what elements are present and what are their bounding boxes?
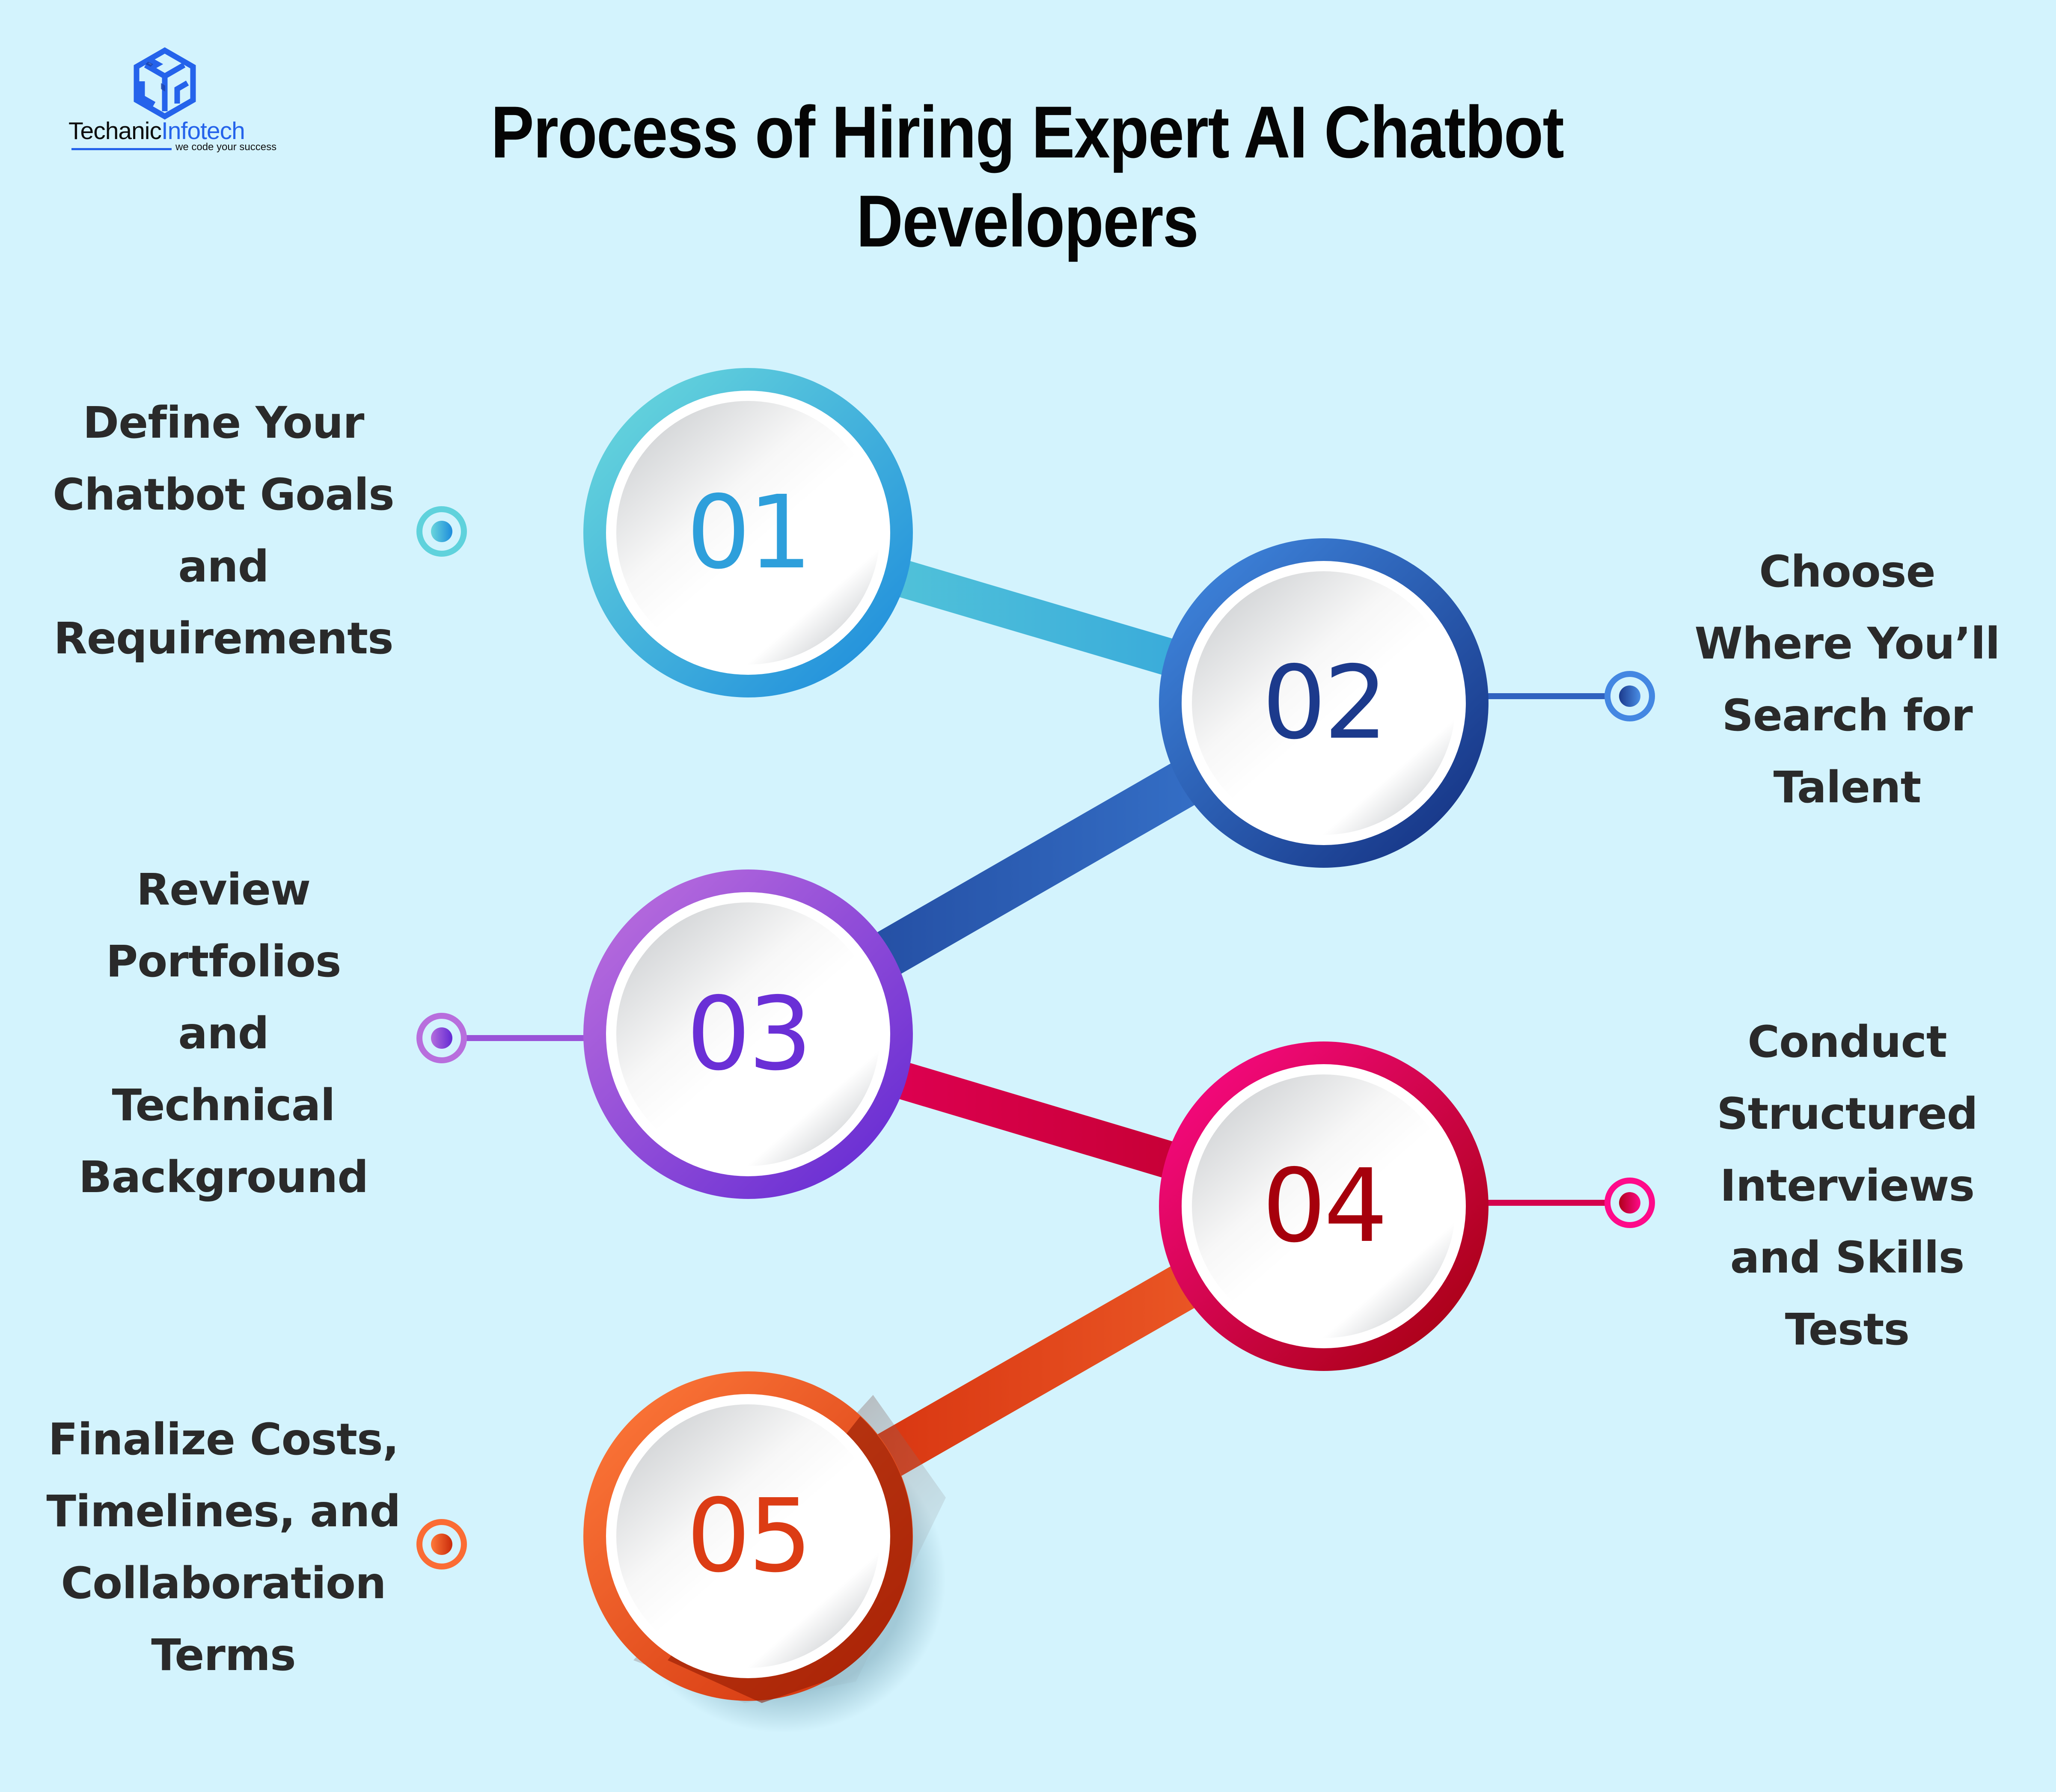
step-number-01: 01 (686, 474, 812, 591)
brand-name: TechanicInfotech (68, 119, 245, 143)
brand-tagline: we code your success (175, 141, 277, 153)
leader-step-03 (416, 1013, 586, 1063)
step-circle-01 (583, 368, 913, 697)
step-label-01: Define Your Chatbot Goals and Requiremen… (53, 398, 395, 664)
step-number-05: 05 (686, 1477, 812, 1595)
leader-step-01 (416, 506, 586, 557)
page-title-line-2: Developers (856, 180, 1199, 262)
step-label-04: Conduct Structured Interviews and Skills… (1717, 1017, 1978, 1355)
brand-underline (71, 148, 172, 150)
brand-name-part2: Infotech (161, 117, 245, 145)
brand-name-part1: Techanic (68, 117, 162, 145)
step-label-05: Finalize Costs, Timelines, and Collabora… (46, 1414, 401, 1681)
target-dot-icon (1604, 1178, 1655, 1228)
leader-step-02 (1487, 671, 1655, 721)
step-circle-02 (1159, 538, 1489, 868)
step-circle-04 (1159, 1041, 1489, 1371)
target-dot-icon (416, 1519, 467, 1569)
page-title: Process of Hiring Expert AI Chatbot Deve… (349, 88, 1705, 266)
step-number-03: 03 (686, 975, 812, 1093)
step-number-02: 02 (1262, 644, 1388, 762)
step-label-03: Review Portfolios and Technical Backgrou… (78, 864, 369, 1203)
page-title-line-1: Process of Hiring Expert AI Chatbot (490, 91, 1564, 173)
step-number-04: 04 (1262, 1147, 1388, 1265)
step-circle-03 (583, 869, 913, 1199)
target-dot-icon (416, 506, 467, 557)
isometric-cube-logo-icon (134, 47, 196, 120)
leader-step-05 (416, 1519, 586, 1569)
step-circle-05 (583, 1371, 913, 1703)
brand-logo: TechanicInfotech we code your success (64, 43, 278, 163)
target-dot-icon (416, 1013, 467, 1063)
step-label-02: Choose Where You’ll Search for Talent (1694, 546, 2000, 813)
target-dot-icon (1604, 671, 1655, 721)
leader-step-04 (1487, 1178, 1655, 1228)
